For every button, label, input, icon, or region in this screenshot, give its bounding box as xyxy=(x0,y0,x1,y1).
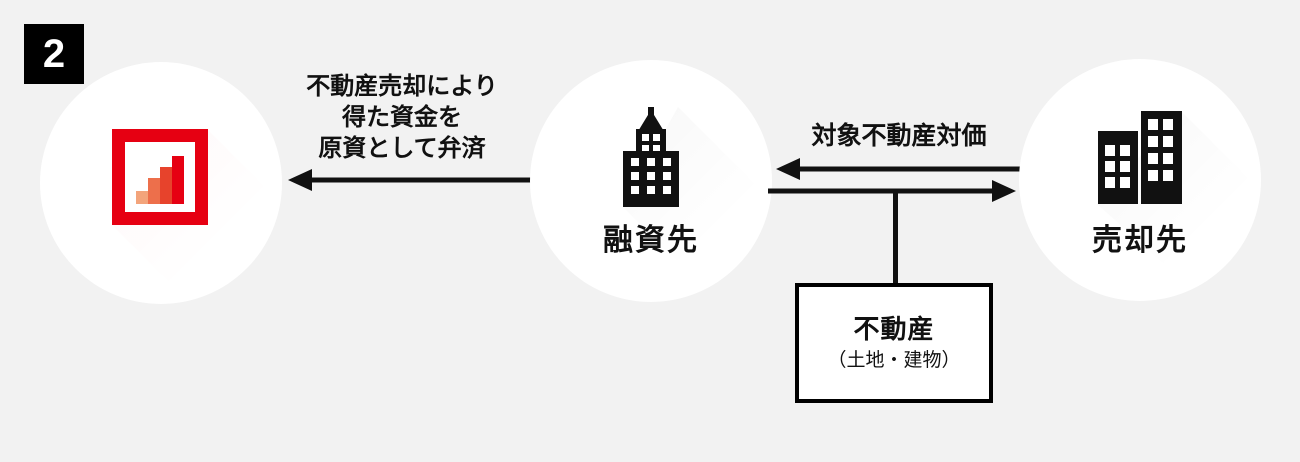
bar-2 xyxy=(148,178,160,204)
step-number-badge: 2 xyxy=(24,24,84,84)
property-box: 不動産 （土地・建物） xyxy=(795,283,993,403)
two-buildings-icon xyxy=(1098,111,1182,204)
connector-line xyxy=(893,189,898,285)
bar-4 xyxy=(172,156,184,204)
bar-3 xyxy=(160,167,172,204)
repayment-label-line2: 得た資金を xyxy=(342,104,462,131)
step-number: 2 xyxy=(42,32,66,76)
transfer-arrow-right-icon xyxy=(768,180,1016,202)
buyer-circle: 売却先 xyxy=(1019,59,1261,301)
property-subtitle: （土地・建物） xyxy=(827,350,961,371)
repayment-label-line3: 原資として弁済 xyxy=(318,135,486,162)
consideration-arrow-left-icon xyxy=(776,158,1022,180)
office-building-icon xyxy=(623,107,679,207)
property-title: 不動産 xyxy=(853,314,935,344)
bank-circle xyxy=(40,62,282,304)
repayment-label: 不動産売却により 得た資金を 原資として弁済 xyxy=(277,71,527,164)
lender-label: 融資先 xyxy=(603,224,699,257)
buyer-label: 売却先 xyxy=(1092,224,1188,257)
consideration-label: 対象不動産対価 xyxy=(811,122,987,150)
lender-circle: 融資先 xyxy=(530,60,772,302)
repayment-arrow-left-icon xyxy=(288,169,534,191)
bar-chart-bars xyxy=(136,156,184,204)
bar-1 xyxy=(136,191,148,204)
bank-bar-chart-logo-icon xyxy=(112,129,208,225)
repayment-label-line1: 不動産売却により xyxy=(306,73,498,100)
